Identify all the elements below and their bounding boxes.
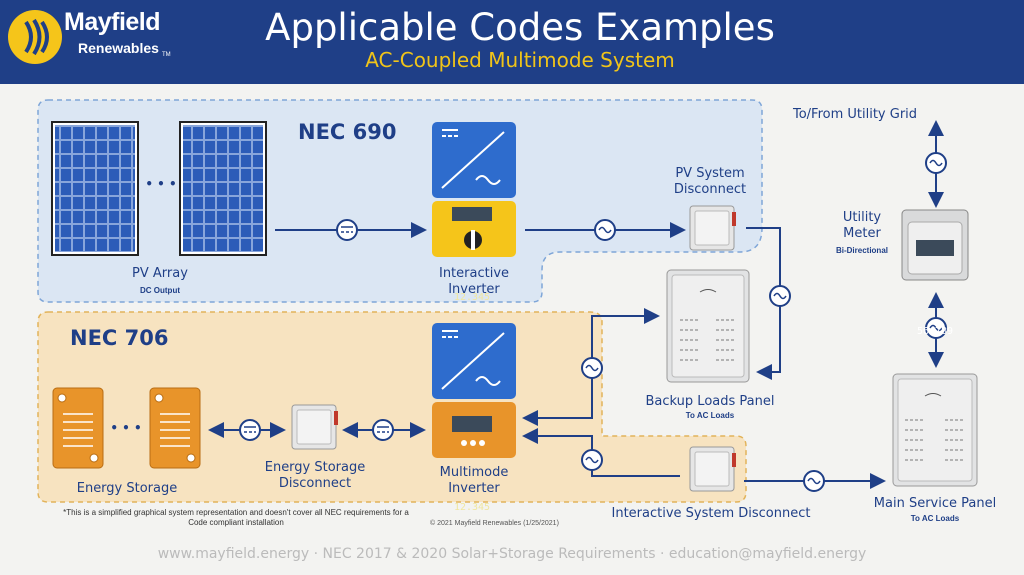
nec690-label: NEC 690 xyxy=(298,120,397,144)
dc-symbol xyxy=(336,219,358,241)
pv-array-label: PV Array xyxy=(132,266,188,281)
energy-storage-label: Energy Storage xyxy=(76,481,178,496)
pv-array-sub: DC Output xyxy=(140,286,180,295)
footer-links: www.mayfield.energy · NEC 2017 & 2020 So… xyxy=(157,546,867,562)
interactive-disconnect-graphic xyxy=(689,446,736,492)
brand-name: Mayfield xyxy=(64,8,161,36)
interactive-inverter-graphic xyxy=(432,122,516,257)
pv-panel-2 xyxy=(179,121,267,256)
page-title: Applicable Codes Examples xyxy=(265,6,775,49)
multimode-inverter-label: Multimode Inverter xyxy=(439,465,509,496)
backup-panel-label: Backup Loads Panel xyxy=(645,394,775,409)
utility-grid-label: To/From Utility Grid xyxy=(792,107,918,122)
multimode-inverter-graphic xyxy=(432,323,516,458)
diagram-canvas xyxy=(37,99,978,503)
pv-panel-1 xyxy=(51,121,139,256)
pv-disconnect-label: PV System Disconnect xyxy=(673,166,747,197)
disclaimer-note: *This is a simplified graphical system r… xyxy=(63,508,409,527)
dc-symbol-3 xyxy=(372,419,394,441)
pv-ellipsis: • • • xyxy=(145,177,177,191)
main-panel-graphic xyxy=(892,373,978,487)
main-panel-label: Main Service Panel xyxy=(873,496,997,511)
dc-symbol-2 xyxy=(239,419,261,441)
es-disconnect-graphic xyxy=(291,404,338,450)
page-subtitle: AC-Coupled Multimode System xyxy=(365,48,675,72)
interactive-disconnect-label: Interactive System Disconnect xyxy=(611,506,811,521)
es-disconnect-label: Energy Storage Disconnect xyxy=(264,460,366,491)
header-bar: Mayfield Renewables TM Applicable Codes … xyxy=(0,0,1024,84)
main-panel-sub: To AC Loads xyxy=(910,514,960,523)
nec706-zone xyxy=(37,311,747,503)
brand-tm: TM xyxy=(162,52,171,58)
utility-meter-display: 56,789 xyxy=(916,326,954,337)
backup-panel-sub: To AC Loads xyxy=(685,411,735,420)
utility-meter-sub: Bi-Directional xyxy=(835,246,888,255)
nec706-label: NEC 706 xyxy=(70,326,169,350)
pv-disconnect-graphic xyxy=(689,205,736,251)
battery-1 xyxy=(52,387,104,469)
utility-meter-label: Utility Meter xyxy=(842,210,882,241)
logo-icon xyxy=(8,10,62,64)
multimode-inverter-display: 12.345 xyxy=(453,502,491,513)
brand-sub: Renewables xyxy=(78,40,159,56)
copyright: © 2021 Mayfield Renewables (1/25/2021) xyxy=(430,520,559,527)
utility-meter-graphic xyxy=(901,209,969,281)
battery-ellipsis: • • • xyxy=(110,421,142,435)
battery-2 xyxy=(149,387,201,469)
interactive-inverter-display: 12.345 xyxy=(453,292,491,303)
interactive-inverter-label: Interactive Inverter xyxy=(438,266,510,297)
backup-panel-graphic xyxy=(666,269,750,383)
